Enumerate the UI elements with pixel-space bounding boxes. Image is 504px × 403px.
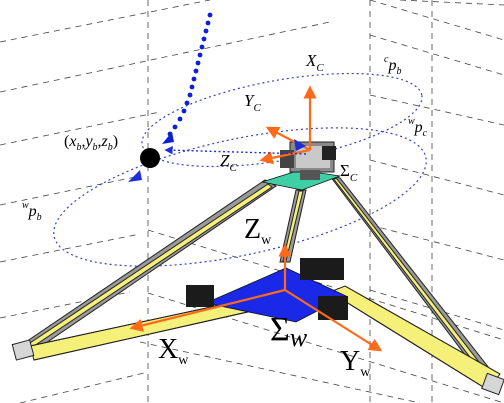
world-camera-vector-label: wpc — [408, 116, 428, 139]
labels: (xb,yb,zb) XC YC ZC ΣC cpb wpc wpb Zw Xw… — [22, 51, 428, 380]
camera-z-axis-label: ZC — [220, 151, 237, 174]
world-axes — [129, 243, 383, 352]
world-x-axis-label: Xw — [158, 334, 189, 368]
camera-ball-vector-label: cpb — [384, 54, 401, 77]
ball-trajectory — [162, 12, 213, 144]
camera-y-axis-label: YC — [244, 91, 261, 114]
camera-to-ball-vector — [164, 145, 307, 155]
world-y-axis-label: Yw — [340, 346, 371, 380]
vector-ellipses — [53, 72, 427, 267]
world-x-axis-arrow — [129, 288, 286, 332]
vector-arrowheads — [128, 139, 306, 182]
world-z-axis-label: Zw — [244, 214, 272, 248]
ball-coordinate-label: (xb,yb,zb) — [64, 133, 118, 153]
world-frame-label: Σw — [270, 311, 308, 352]
base-platform — [186, 258, 348, 323]
top-platform — [261, 141, 341, 191]
camera-x-axis-label: XC — [305, 51, 324, 74]
support-legs — [11, 175, 504, 396]
camera-z-axis-arrow — [259, 148, 311, 165]
camera-frame-label: ΣC — [340, 161, 358, 184]
world-y-axis-arrow — [284, 289, 383, 352]
ball — [140, 148, 160, 168]
world-ball-vector-label: wpb — [22, 200, 42, 223]
position-vectors — [164, 145, 307, 155]
